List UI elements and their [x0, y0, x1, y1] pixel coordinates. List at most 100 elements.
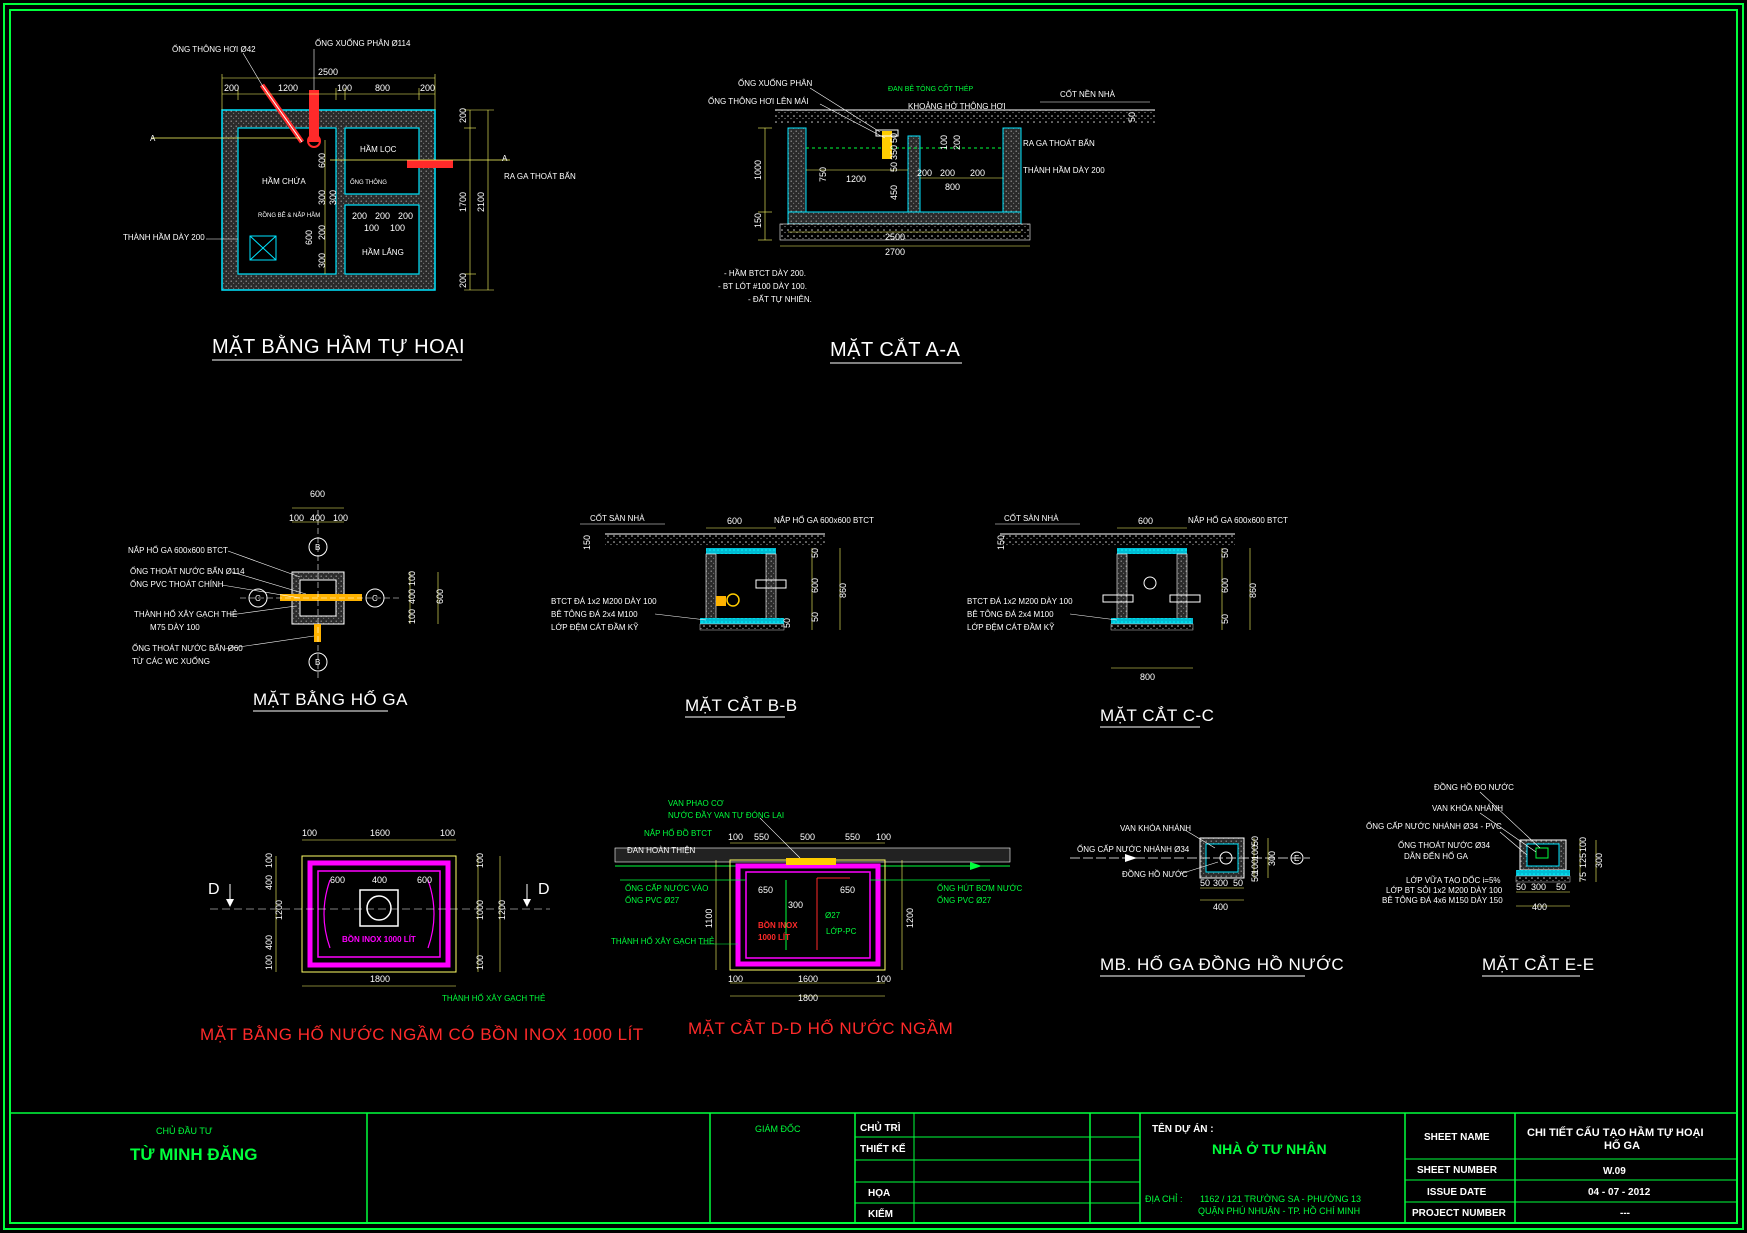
section-ee-title: MẶT CẮT E-E — [1482, 955, 1595, 974]
tank-dim-top-2: 1600 — [370, 828, 390, 838]
dd-label-float: VAN PHAO CƠ — [668, 799, 724, 808]
septic-dim-top-2: 1200 — [278, 83, 298, 93]
ee-label-l1: LỚP VỮA TẠO DỐC i=5% — [1406, 875, 1501, 885]
septic-dim-in-5: 600 — [304, 230, 314, 245]
aa-dim-h150: 150 — [753, 213, 763, 228]
septic-label-filter: HẦM LỌC — [360, 144, 397, 154]
septic-dim-in-8: 200 — [375, 211, 390, 221]
aa-dim-v3: 50 — [889, 162, 899, 172]
ee-dim-b-2: 300 — [1531, 882, 1546, 892]
pit-dim-right-2: 400 — [407, 589, 417, 604]
tank-dim-left-2: 400 — [264, 875, 274, 890]
pit-dim-right-1: 100 — [407, 571, 417, 586]
tank-dim-in-3: 600 — [417, 875, 432, 885]
dd-label-pump: ỐNG HÚT BƠM NƯỚC — [937, 883, 1023, 893]
septic-dim-top-4: 800 — [375, 83, 390, 93]
dd-label-lid: NẮP HỐ ĐỒ BTCT — [644, 828, 712, 838]
septic-chamber-settle — [344, 204, 420, 275]
dd-label-pvc: LỚP-PC — [826, 927, 857, 936]
pit-dim-top-2: 400 — [310, 513, 325, 523]
septic-dim-in-11: 200 — [398, 211, 413, 221]
aa-dim-w1200: 1200 — [846, 174, 866, 184]
dd-dim-top-2: 550 — [754, 832, 769, 842]
tb-issue-label: ISSUE DATE — [1427, 1187, 1487, 1198]
aa-base — [787, 211, 1022, 225]
meter-dim-r-1: 50 — [1250, 836, 1260, 846]
meter-dim-r-2: 100 — [1250, 845, 1260, 860]
pit-dim-right-total: 600 — [435, 589, 445, 604]
aa-ground — [775, 110, 1155, 124]
tank-label-tank: BỒN INOX 1000 LÍT — [342, 934, 416, 944]
dd-dim-bottom-2: 1600 — [798, 974, 818, 984]
aa-dim-a: 200 — [917, 168, 932, 178]
aa-label-waste: ỐNG XUỐNG PHÂN — [738, 78, 812, 88]
septic-dim-top-5: 200 — [420, 83, 435, 93]
meter-dim-b-3: 50 — [1233, 878, 1243, 888]
ee-label-pipe: ỐNG CẤP NƯỚC NHÁNH Ø34 - PVC — [1366, 821, 1502, 831]
cc-dim-h50a: 50 — [1220, 548, 1230, 558]
septic-label-wall: THÀNH HẦM DÀY 200 — [123, 232, 205, 242]
bb-dim-h150: 150 — [582, 535, 592, 550]
tank-dim-in-1: 600 — [330, 875, 345, 885]
dd-dim-top-4: 550 — [845, 832, 860, 842]
aa-dim-c: 200 — [970, 168, 985, 178]
tb-address-1: 1162 / 121 TRƯỜNG SA - PHƯỜNG 13 — [1200, 1194, 1361, 1204]
aa-wall-right — [1002, 127, 1022, 219]
tb-project-number-label: PROJECT NUMBER — [1412, 1208, 1507, 1219]
tb-role-1: CHỦ TRÌ — [860, 1121, 901, 1134]
pit-label-drain: ỐNG THOÁT NƯỚC BẨN Ø114 — [130, 566, 245, 576]
dd-label-pvc-out: ỐNG PVC Ø27 — [937, 895, 992, 905]
tank-dim-left-3: 1200 — [274, 900, 284, 920]
bb-label-floor: CỐT SÀN NHÀ — [590, 513, 645, 523]
tb-sheet-number-label: SHEET NUMBER — [1417, 1165, 1498, 1176]
septic-dim-top-1: 200 — [224, 83, 239, 93]
aa-dim-b: 200 — [940, 168, 955, 178]
dd-dim-h-left: 1100 — [704, 909, 714, 928]
plan-manhole-title: MẶT BẰNG HỐ GA — [253, 689, 408, 709]
aa-note-1: - HẦM BTCT DÀY 200. — [724, 268, 806, 278]
meter-dim-r-total: 300 — [1267, 851, 1277, 866]
septic-label-store: HẦM CHỨA — [262, 176, 306, 186]
bb-label-l3: LỚP ĐỆM CÁT ĐẦM KỸ — [551, 622, 639, 632]
cc-dim-w: 600 — [1138, 516, 1153, 526]
cc-label-l2: BÊ TÔNG ĐÁ 2x4 M100 — [967, 610, 1054, 619]
septic-dim-in-2: 300 — [317, 190, 327, 205]
bb-dim-h50c: 50 — [782, 618, 792, 628]
outlet-pipe — [407, 160, 453, 168]
ee-dim-b-total: 400 — [1532, 902, 1547, 912]
tb-project-label: TÊN DỰ ÁN : — [1152, 1122, 1214, 1135]
meter-dim-b-2: 300 — [1213, 878, 1228, 888]
aa-dim-w2500: 2500 — [885, 232, 905, 242]
tank-dim-left-1: 100 — [264, 853, 274, 868]
dd-dim-top-5: 100 — [876, 832, 891, 842]
ee-dim-b-1: 50 — [1516, 882, 1526, 892]
pit-label-wc2: TỪ CÁC WC XUỐNG — [132, 656, 210, 666]
dd-dim-bottom-1: 100 — [728, 974, 743, 984]
cc-dim-h860: 860 — [1248, 583, 1258, 598]
septic-dim-right-2: 1700 — [458, 192, 468, 212]
dd-dim-bottom-3: 100 — [876, 974, 891, 984]
cc-dim-h600: 600 — [1220, 578, 1230, 593]
tb-role-4: KIỂM — [868, 1207, 893, 1220]
tank-label-d1: D — [208, 881, 220, 898]
bb-dim-h50b: 50 — [810, 612, 820, 622]
ee-label-meter: ĐỒNG HỒ ĐO NƯỚC — [1434, 782, 1514, 792]
septic-label-lid: RỒNG BÊ & NẮP HẦM — [258, 211, 320, 219]
plan-underground-tank: 100 1600 100 600 400 600 1800 100 400 12… — [200, 828, 643, 1044]
meter-label-pipe: ỐNG CẤP NƯỚC NHÁNH Ø34 — [1077, 844, 1190, 854]
ee-dim-r-total: 300 — [1594, 853, 1604, 868]
septic-label-vent: ỐNG THÔNG HƠI Ø42 — [172, 44, 256, 54]
aa-label-slab: ĐAN BÊ TÔNG CỐT THÉP — [888, 83, 974, 93]
ee-label-l2: LỚP BT SỎI 1x2 M200 DÀY 100 — [1386, 886, 1503, 895]
plan-septic-title: MẶT BẰNG HẦM TỰ HOẠI — [212, 334, 465, 358]
aa-dim-w800: 800 — [945, 182, 960, 192]
pit-label-pvc: ỐNG PVC THOÁT CHÍNH — [130, 579, 224, 589]
dd-label-pvc-in: ỐNG PVC Ø27 — [625, 895, 680, 905]
dd-dim-total: 1800 — [798, 993, 818, 1003]
dd-dim-top-3: 500 — [800, 832, 815, 842]
tank-dim-right-1: 100 — [475, 853, 485, 868]
aa-label-vent-roof: ỐNG THÔNG HƠI LÊN MÁI — [708, 96, 809, 106]
septic-label-waste: ỐNG XUỐNG PHÂN Ø114 — [315, 38, 411, 48]
septic-dim-right-total: 2100 — [476, 192, 486, 212]
